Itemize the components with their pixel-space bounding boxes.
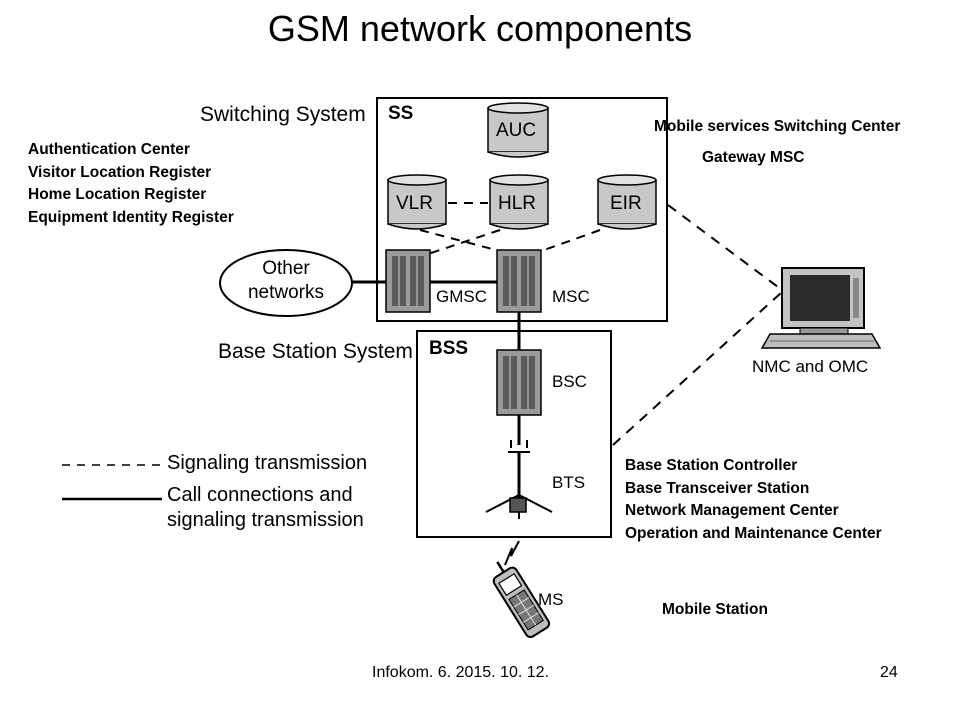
auc-label: AUC [496,120,537,141]
msc-switch-icon [496,249,542,313]
other-networks-label: Other networks [247,258,325,303]
nmc-signaling-lines [612,204,783,446]
note-mobile-station: Mobile Station [662,601,768,618]
eir-database-icon [597,174,657,230]
ms-label: MS [538,590,564,609]
bts-tower-icon [485,440,553,519]
other-networks-ellipse [219,249,353,317]
nmc-label: NMC and OMC [752,357,869,376]
legend-signaling-label: Signaling transmission [167,452,368,474]
gmsc-label: GMSC [436,287,487,306]
page-title: GSM network components [267,8,693,49]
radio-link-icon [504,540,520,566]
notes-right-bottom: Base Station Controller Base Transceiver… [625,457,882,542]
bsc-label: BSC [552,372,587,391]
note-msc: Mobile services Switching Center [654,118,901,135]
ss-abbr-label: SS [388,103,414,124]
bss-box [416,330,612,538]
bss-abbr-label: BSS [429,338,469,359]
footer-date: Infokom. 6. 2015. 10. 12. [372,664,550,681]
hlr-database-icon [489,174,549,230]
switching-system-label: Switching System [200,103,366,126]
note-gmsc: Gateway MSC [702,149,805,166]
call-connection-lines [350,280,521,445]
mobile-phone-icon [492,561,551,638]
vlr-database-icon [387,174,447,230]
auc-database-icon [487,102,549,158]
eir-label: EIR [610,193,642,214]
bts-label: BTS [552,473,586,492]
notes-left: Authentication Center Visitor Location R… [28,141,234,226]
base-station-system-label: Base Station System [218,340,413,363]
ss-box [376,97,668,322]
gmsc-switch-icon [385,249,431,313]
hlr-label: HLR [498,193,537,214]
vlr-label: VLR [396,193,433,214]
legend-call-label: Call connections and signaling transmiss… [167,484,364,531]
bsc-switch-icon [496,349,542,416]
page-number: 24 [880,664,898,681]
nmc-computer-icon [760,267,882,349]
msc-label: MSC [552,287,590,306]
